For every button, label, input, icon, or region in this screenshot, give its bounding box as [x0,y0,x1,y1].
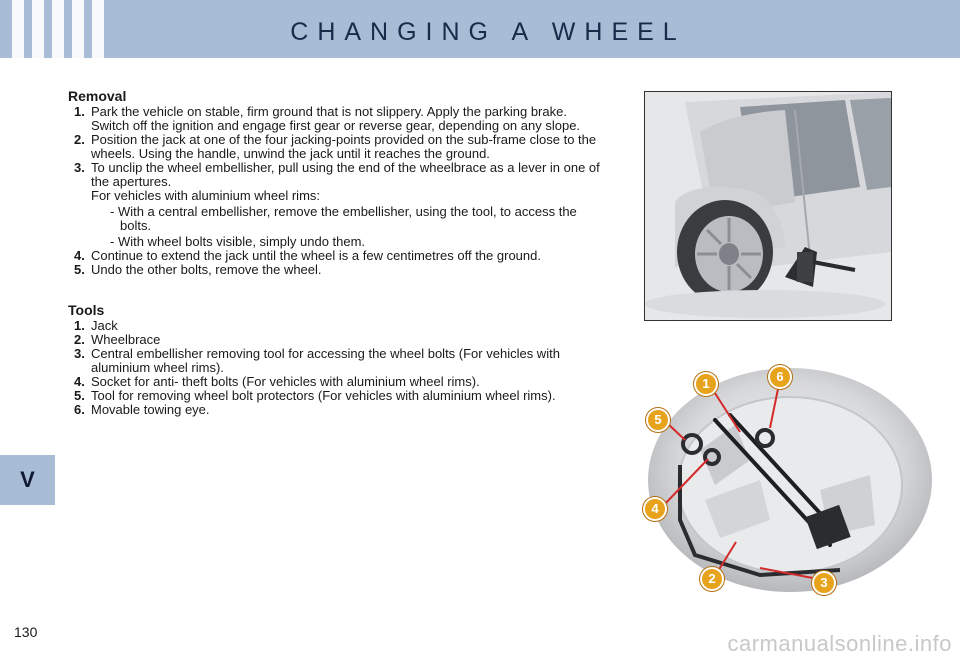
header-bar: CHANGING A WHEEL [0,0,960,58]
tool-text: Wheelbrace [91,332,161,347]
page-title: CHANGING A WHEEL [290,18,686,46]
section-tab: V [0,455,55,505]
tools-heading: Tools [68,302,105,318]
removal-step: 3. To unclip the wheel embellisher, pull… [68,161,608,249]
step-number: 3. [74,160,85,175]
step-text: To unclip the wheel embellisher, pull us… [91,160,600,189]
step-sub: - With a central embellisher, remove the… [110,204,577,233]
tool-number: 5. [74,388,85,403]
removal-step: 1. Park the vehicle on stable, firm grou… [68,105,608,133]
tool-item: 5. Tool for removing wheel bolt protecto… [68,389,608,403]
tool-number: 3. [74,346,85,361]
step-extra: Switch off the ignition and engage first… [91,118,581,133]
step-number: 5. [74,262,85,277]
tool-number: 4. [74,374,85,389]
manual-text: Removal 1. Park the vehicle on stable, f… [68,89,608,417]
tool-text: Movable towing eye. [91,402,210,417]
step-text: Undo the other bolts, remove the wheel. [91,262,322,277]
callout-badge-5: 5 [646,408,670,432]
step-extra: For vehicles with aluminium wheel rims: [91,188,321,203]
step-number: 2. [74,132,85,147]
tool-text: Central embellisher removing tool for ac… [91,346,560,375]
tool-item: 4. Socket for anti- theft bolts (For veh… [68,375,608,389]
removal-heading: Removal [68,88,127,104]
step-text: Park the vehicle on stable, firm ground … [91,104,567,119]
tool-number: 2. [74,332,85,347]
callout-badge-2: 2 [700,567,724,591]
step-sub: - With wheel bolts visible, simply undo … [110,234,366,249]
step-text: Position the jack at one of the four jac… [91,132,597,161]
removal-step: 5. Undo the other bolts, remove the whee… [68,263,608,277]
tool-number: 1. [74,318,85,333]
callout-badge-3: 3 [812,571,836,595]
spare-wheel-well-illustration [648,368,932,592]
callout-badge-4: 4 [643,497,667,521]
tool-text: Tool for removing wheel bolt protectors … [91,388,556,403]
step-text: Continue to extend the jack until the wh… [91,248,541,263]
section-letter: V [20,467,35,492]
watermark: carmanualsonline.info [727,631,952,656]
tool-text: Socket for anti- theft bolts (For vehicl… [91,374,480,389]
step-number: 1. [74,104,85,119]
callout-badge-6: 6 [768,365,792,389]
tool-text: Jack [91,318,118,333]
tools-diagram: 1 6 5 4 2 3 [640,360,940,600]
removal-step: 2. Position the jack at one of the four … [68,133,608,161]
page-number: 130 [14,624,38,640]
header-stripes [12,0,104,58]
removal-step: 4. Continue to extend the jack until the… [68,249,608,263]
tool-item: 1. Jack [68,319,608,333]
tool-item: 3. Central embellisher removing tool for… [68,347,608,375]
tool-number: 6. [74,402,85,417]
car-jack-photo [644,91,892,321]
callout-badge-1: 1 [694,372,718,396]
tool-item: 6. Movable towing eye. [68,403,608,417]
tool-item: 2. Wheelbrace [68,333,608,347]
step-number: 4. [74,248,85,263]
car-jack-illustration [645,92,891,320]
